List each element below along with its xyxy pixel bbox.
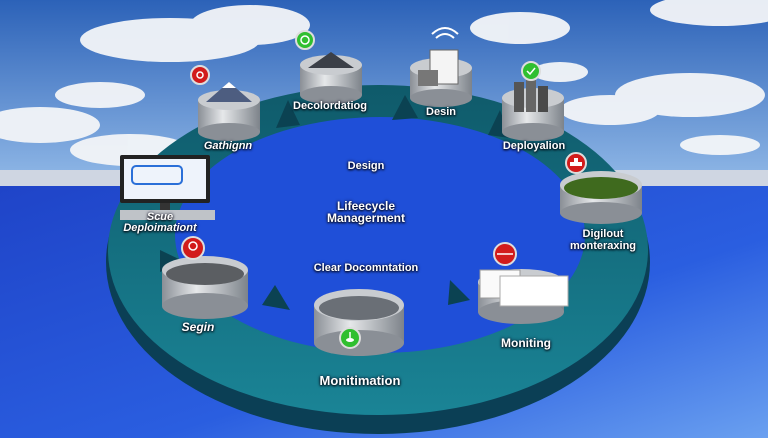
stage-label-monteraxing: monteraxing (569, 240, 637, 252)
gear-icon (190, 65, 210, 85)
bowl-decolordatiog (300, 52, 362, 104)
bowl-digilout (560, 171, 642, 224)
stage-label-deployalion: Deployalion (502, 140, 566, 152)
stage-label-decolordatiog: Decolordatiog (293, 100, 367, 112)
stage-label-monitimation: Monitimation (319, 373, 401, 388)
bowl-monitimation (314, 289, 404, 356)
bowl-deployalion (502, 76, 564, 141)
stage-label-deploimationt: Deploimationt (123, 222, 197, 234)
stage-label-scue: Scue (146, 211, 174, 223)
spoon-icon (339, 327, 361, 349)
check-icon (521, 61, 541, 81)
bowl-segin (162, 256, 248, 319)
lightbulb-icon (181, 236, 205, 260)
center-bottom-label: Clear Docomntation (313, 262, 419, 274)
plus-icon (565, 152, 587, 174)
monitor-icon (120, 155, 215, 220)
bowl-desin (410, 49, 472, 107)
center-title-line2: Managerment (326, 211, 406, 225)
center-design-label: Design (347, 160, 385, 172)
stage-label-moniting: Moniting (501, 336, 551, 350)
arrows-icon (493, 242, 517, 266)
stage-label-segin: Segin (181, 320, 215, 334)
stage-label-digilout: Digilout (582, 228, 624, 240)
bowl-moniting (478, 269, 569, 324)
stage-label-desin: Desin (426, 106, 456, 118)
wifi-icon (431, 27, 459, 39)
bowl-gathering (198, 82, 260, 141)
target-icon (295, 30, 315, 50)
center-title-line1: Lifeecycle (336, 199, 396, 213)
stage-label-gathignn: Gathignn (203, 140, 253, 152)
